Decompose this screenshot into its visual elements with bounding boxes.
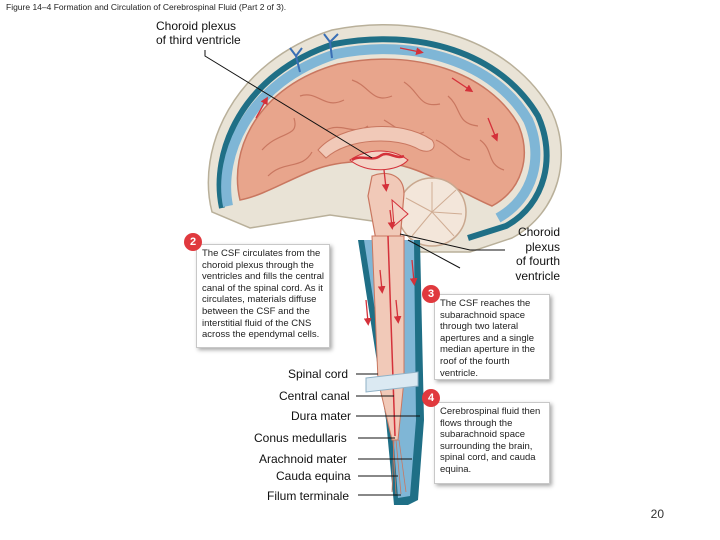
step-4-text: Cerebrospinal fluid then flows through t… <box>440 406 541 475</box>
dura-mater-brain <box>216 36 550 241</box>
step-2-text: The CSF circulates from the choroid plex… <box>202 248 324 341</box>
cauda-equina-fibers <box>391 439 407 495</box>
spinal-cord <box>371 235 405 441</box>
leader-choroid-fourth-b <box>407 239 461 269</box>
label-conus-medullaris: Conus medullaris <box>254 431 347 445</box>
csf-flow-arrows <box>255 47 499 326</box>
label-dura-mater: Dura mater <box>291 409 352 423</box>
dural-sinus-vessels <box>289 33 339 73</box>
cerebellum-folia <box>405 182 463 237</box>
page-number: 20 <box>650 507 664 521</box>
step-4-badge: 4 <box>422 389 440 407</box>
fourth-ventricle <box>391 198 409 228</box>
label-cauda-equina: Cauda equina <box>276 469 351 483</box>
leader-choroid-fourth-a <box>399 233 505 251</box>
label-central-canal: Central canal <box>279 389 350 403</box>
label-choroid-plexus-fourth-ventricle: Choroid plexus of fourth ventricle <box>515 225 560 283</box>
step-2-badge: 2 <box>184 233 202 251</box>
central-canal-line <box>387 235 396 437</box>
label-filum-terminale: Filum terminale <box>267 489 350 503</box>
label-arachnoid-mater: Arachnoid mater <box>259 452 348 466</box>
step-3-text: The CSF reaches the subarachnoid space t… <box>440 298 536 379</box>
figure-caption: Figure 14–4 Formation and Circulation of… <box>6 2 287 12</box>
leader-lines <box>204 50 505 496</box>
step-4-box: Cerebrospinal fluid then flows through t… <box>434 402 550 484</box>
label-spinal-cord: Spinal cord <box>288 367 349 381</box>
choroid-plexus-third <box>351 152 405 162</box>
leader-choroid-third <box>204 50 373 159</box>
corpus-callosum <box>317 126 435 159</box>
step-2-box: The CSF circulates from the choroid plex… <box>196 244 330 348</box>
step-3-badge: 3 <box>422 285 440 303</box>
subarachnoid-space-brain <box>221 44 541 223</box>
step-3-box: The CSF reaches the subarachnoid space t… <box>434 294 550 380</box>
label-choroid-plexus-third-ventricle: Choroid plexus of third ventricle <box>156 19 241 47</box>
cord-section-band <box>365 371 419 393</box>
